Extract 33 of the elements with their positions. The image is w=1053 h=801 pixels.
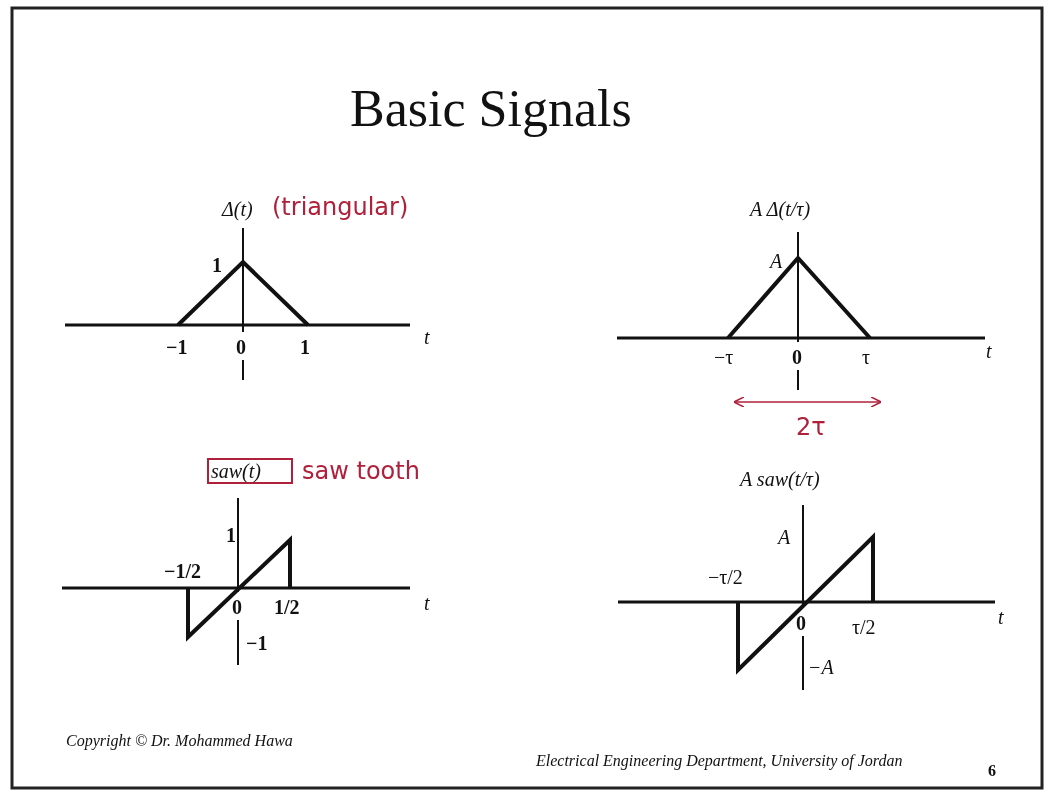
handwritten-note: saw tooth	[302, 458, 420, 485]
tick-label: 1	[300, 336, 310, 358]
footer-text: Electrical Engineering Department, University of Jordan	[536, 752, 903, 770]
tick-label: 0	[792, 346, 802, 368]
function-label: saw(t)	[207, 458, 293, 484]
tick-label: τ/2	[852, 616, 876, 638]
footer-text: Copyright © Dr. Mohammed Hawa	[66, 732, 293, 750]
tick-label: A	[770, 250, 783, 272]
tick-label: −τ/2	[708, 566, 743, 588]
tick-label: τ	[862, 346, 871, 368]
axis-label: t	[424, 592, 430, 614]
tick-label: A	[778, 526, 791, 548]
page-number: 6	[988, 762, 996, 780]
axis-label: t	[998, 606, 1004, 628]
axis-label: t	[424, 326, 430, 348]
tick-label: −A	[808, 656, 834, 678]
function-label: A saw(t/τ)	[740, 468, 820, 490]
tick-label: 0	[796, 612, 806, 634]
tick-label: 0	[236, 336, 246, 358]
tick-label: 0	[232, 596, 242, 618]
tick-label: 1/2	[274, 596, 300, 618]
tick-label: −τ	[714, 346, 734, 368]
tick-label: −1	[246, 632, 268, 654]
handwritten-note: 2τ	[796, 414, 826, 441]
slide-title: Basic Signals	[350, 80, 632, 138]
tick-label: 1	[212, 254, 222, 276]
function-label: A Δ(t/τ)	[750, 198, 811, 220]
tick-label: −1	[166, 336, 188, 358]
tick-label: 1	[226, 524, 236, 546]
tick-label: −1/2	[164, 560, 201, 582]
axis-label: t	[986, 340, 992, 362]
function-label: Δ(t)	[222, 198, 253, 220]
handwritten-note: (triangular)	[272, 194, 409, 221]
